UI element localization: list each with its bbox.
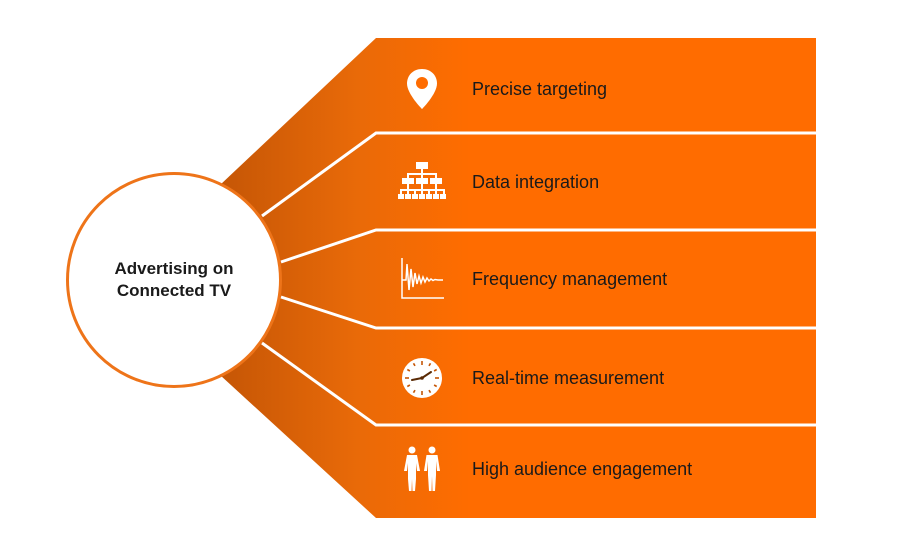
people-icon: [404, 446, 440, 491]
hub-circle: Advertising on Connected TV: [66, 172, 282, 388]
org-chart-icon: [398, 162, 446, 199]
divider-lines: [261, 131, 816, 427]
item-precise-targeting: Precise targeting: [395, 64, 815, 114]
divider-2: [280, 228, 816, 264]
divider-1: [261, 131, 816, 218]
item-label: High audience engagement: [472, 458, 693, 479]
waveform-icon: [401, 258, 444, 299]
divider-4: [261, 341, 816, 427]
item-label: Precise targeting: [472, 78, 608, 99]
item-label: Data integration: [472, 171, 600, 192]
item-frequency-management: Frequency management: [395, 254, 815, 304]
hub-title: Advertising on Connected TV: [114, 259, 234, 300]
clock-icon: [402, 358, 442, 398]
fan-background: [220, 38, 816, 518]
item-high-audience-engagement: High audience engagement: [395, 444, 815, 494]
location-pin-icon: [407, 69, 437, 109]
divider-3: [280, 295, 816, 330]
item-real-time-measurement: Real-time measurement: [395, 353, 815, 403]
item-data-integration: Data integration: [395, 157, 815, 207]
item-label: Frequency management: [472, 268, 668, 289]
item-label: Real-time measurement: [472, 367, 665, 388]
